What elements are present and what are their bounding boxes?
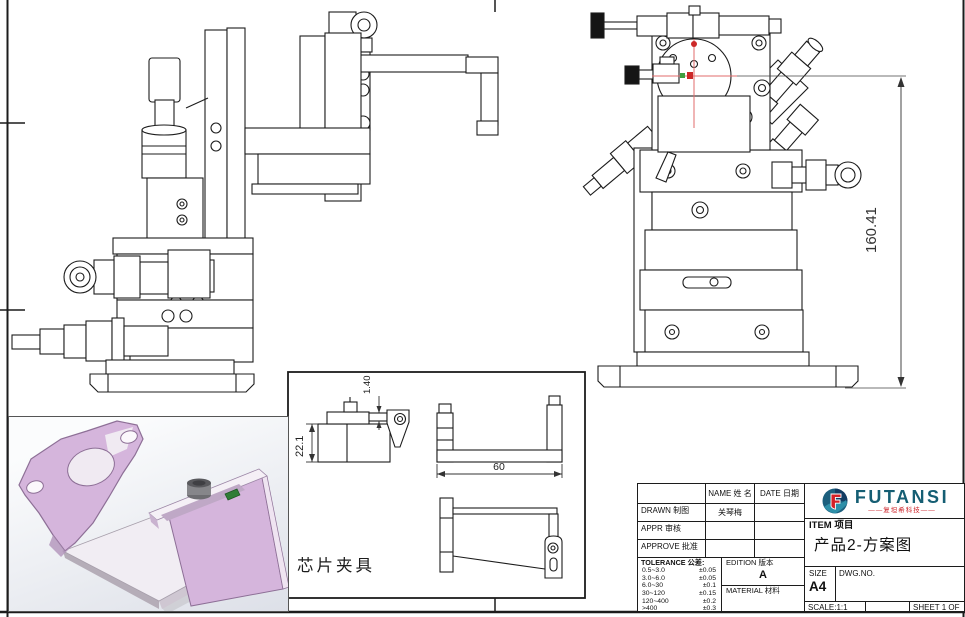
appr-date-cell — [754, 521, 804, 539]
scale-spare-cell — [865, 601, 909, 613]
right-assembly-view — [582, 5, 862, 388]
detail-dimensions: 22.1 1.40 60 — [294, 376, 563, 478]
dim-22-1-text: 22.1 — [294, 436, 306, 457]
tolerance-row: 30~120±0.15 — [642, 590, 716, 598]
tolerance-row: 6.0~30±0.1 — [642, 582, 716, 590]
item-value: 产品2-方案图 — [814, 536, 913, 554]
futansi-logo-icon — [822, 488, 848, 514]
edition-cell: EDITION 版本 A — [721, 557, 804, 585]
tolerance-row: >400±0.3 — [642, 605, 716, 613]
logo-name: FUTANSI — [854, 487, 950, 508]
scale-cell: SCALE:1:1 — [804, 601, 865, 613]
edition-value: A — [759, 568, 767, 581]
approve-name-cell — [705, 539, 754, 557]
detail-views — [287, 371, 586, 599]
tolerance-cell: TOLERANCE 公差: 0.5~3.0±0.05 3.0~6.0±0.05 … — [638, 557, 721, 613]
edition-label: EDITION 版本 — [726, 558, 774, 567]
title-block: NAME 姓 名 DATE 日期 DRAWN 制图 关琴梅 APPR 审核 AP… — [637, 483, 965, 613]
logo-cell: FUTANSI ——复坦希科技—— — [804, 484, 965, 518]
dim-overall-height-text: 160.41 — [863, 207, 880, 253]
approve-date-cell — [754, 539, 804, 557]
fixture-render-box — [8, 416, 290, 614]
material-label: MATERIAL 材料 — [726, 586, 780, 595]
tolerance-row: 3.0~6.0±0.05 — [642, 574, 716, 582]
name-header-cell: NAME 姓 名 — [705, 484, 754, 503]
tolerance-row: 0.5~3.0±0.05 — [642, 567, 716, 575]
drawn-date-cell — [754, 503, 804, 521]
dim-60-text: 60 — [493, 461, 505, 473]
date-header-cell: DATE 日期 — [754, 484, 804, 503]
left-assembly-view — [11, 11, 499, 393]
dimension-overall-height: 160.41 — [737, 75, 906, 389]
size-label: SIZE — [809, 569, 827, 578]
titleblock-empty-corner — [638, 484, 705, 503]
dwg-no-cell: DWG.NO. — [835, 566, 965, 601]
sheet-cell: SHEET 1 OF — [909, 601, 965, 613]
tolerance-title: TOLERANCE 公差: — [641, 558, 705, 567]
item-label: ITEM 项目 — [809, 520, 854, 531]
drawn-label-cell: DRAWN 制图 — [638, 503, 705, 521]
size-value: A4 — [809, 579, 827, 595]
fixture-caption: 芯片夹具 — [297, 557, 375, 575]
appr-label-cell: APPR 审核 — [638, 521, 705, 539]
appr-name-cell — [705, 521, 754, 539]
approve-label-cell: APPROVE 批准 — [638, 539, 705, 557]
fixture-3d-render — [18, 420, 290, 614]
item-cell: ITEM 项目 产品2-方案图 — [804, 518, 965, 566]
drawn-by-cell: 关琴梅 — [705, 503, 754, 521]
tolerance-row: 120~400±0.2 — [642, 597, 716, 605]
size-cell: SIZE A4 — [804, 566, 835, 601]
material-cell: MATERIAL 材料 — [721, 585, 804, 613]
dim-1-40-text: 1.40 — [362, 376, 373, 395]
logo-tagline: ——复坦希科技—— — [868, 507, 936, 515]
